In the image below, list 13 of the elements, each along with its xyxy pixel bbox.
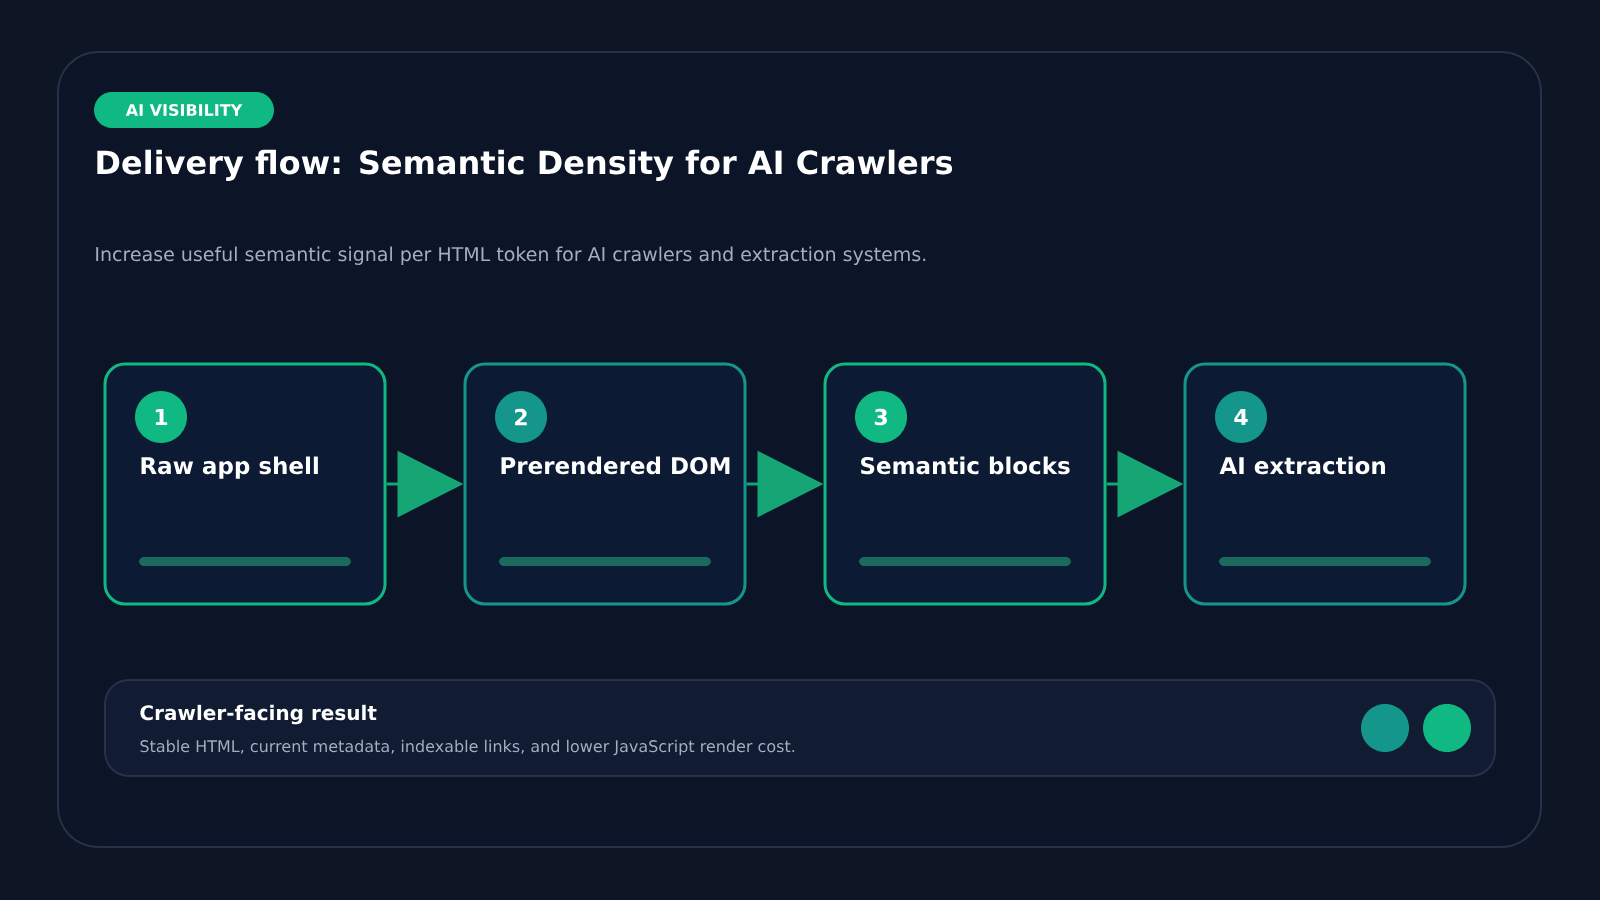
result-heading: Crawler-facing result xyxy=(140,704,377,725)
subtitle: Increase useful semantic signal per HTML token for AI crawlers and extraction systems. xyxy=(96,246,926,265)
step-title: Prerendered DOM xyxy=(501,456,730,475)
step-number: 2 xyxy=(495,391,547,443)
step-number: 1 xyxy=(135,391,187,443)
step-number: 3 xyxy=(855,391,907,443)
result-text: Stable HTML, current metadata, indexable links, and lower JavaScript render cost. xyxy=(140,739,795,756)
step-title: Raw app shell xyxy=(141,456,318,479)
badge: AI VISIBILITY xyxy=(94,92,274,128)
title: Delivery flow: Semantic Density for AI Crawlers xyxy=(97,149,953,181)
step-title: Semantic blocks xyxy=(861,456,1070,475)
step-number: 4 xyxy=(1215,391,1267,443)
step-title: AI extraction xyxy=(1219,456,1385,475)
